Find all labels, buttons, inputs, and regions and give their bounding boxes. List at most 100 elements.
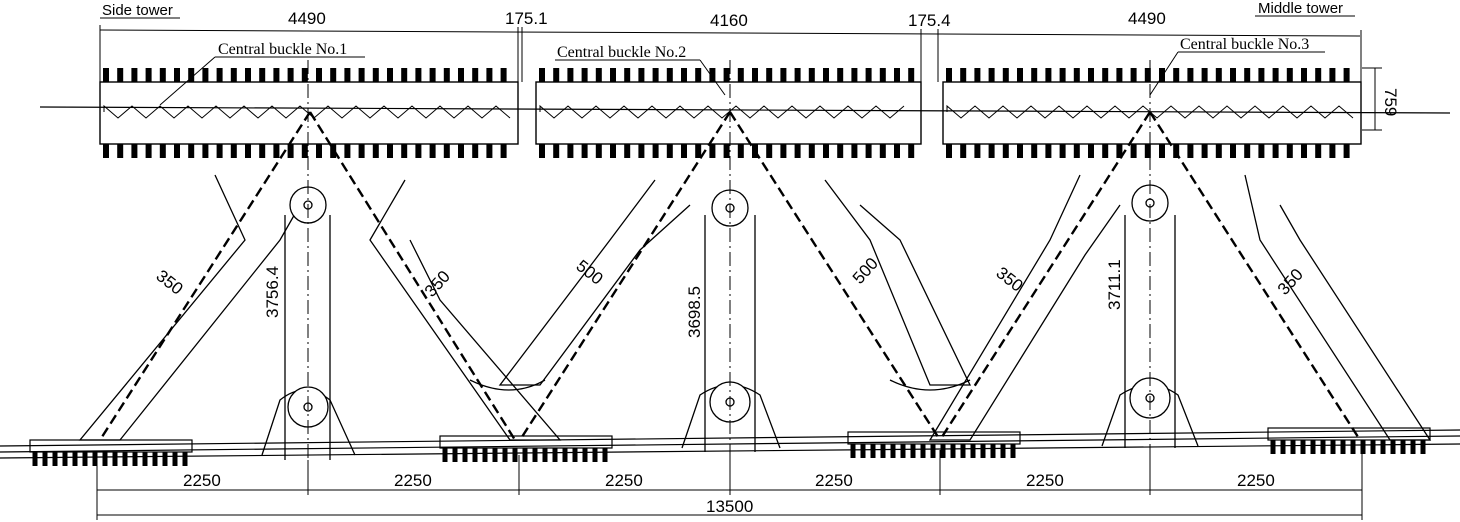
bolt [567, 144, 574, 158]
bottom-bolt [900, 444, 906, 458]
bolt [946, 144, 952, 158]
vertical-dim-1: 3756.4 [263, 266, 282, 318]
top-dim-seg-1: 4490 [288, 9, 326, 28]
bolt [894, 68, 900, 82]
top-dim-gap-1: 175.1 [505, 9, 548, 28]
bolt [358, 68, 365, 82]
bottom-bolt [1340, 440, 1346, 454]
bolt [865, 144, 872, 158]
bolt [1102, 144, 1109, 158]
bolt [1088, 68, 1094, 82]
bottom-bolt [1010, 444, 1016, 458]
bolt [695, 144, 702, 158]
bottom-bolt [980, 444, 986, 458]
bolt [610, 68, 616, 82]
bolt [1215, 144, 1222, 158]
bottom-bolt [870, 444, 876, 458]
bottom-bolt [1300, 440, 1306, 454]
bolt [415, 144, 422, 158]
bottom-bolt [572, 448, 578, 462]
bottom-bolt [850, 444, 856, 458]
leg-2-right [824, 179, 972, 386]
bolt [581, 68, 588, 82]
chord-web [946, 104, 1354, 119]
dashed-cable-lines [98, 111, 1362, 441]
bottom-span-2: 2250 [394, 471, 432, 490]
bolt [1116, 68, 1123, 82]
bottom-bolt [602, 448, 608, 462]
bottom-bolt [492, 448, 498, 462]
bolt [1059, 68, 1066, 82]
bottom-span-6: 2250 [1237, 471, 1275, 490]
bolt [1187, 68, 1194, 82]
bolt [443, 68, 450, 82]
valley-1 [469, 379, 546, 391]
bolt [316, 144, 322, 158]
bolt [1144, 144, 1151, 158]
bolt [273, 144, 280, 158]
bolt [1230, 144, 1236, 158]
bolt [752, 68, 758, 82]
bolt [652, 68, 659, 82]
bolt [1130, 144, 1137, 158]
chord-web [539, 104, 905, 119]
bolt [401, 68, 408, 82]
bolt [387, 68, 393, 82]
bolt [1159, 68, 1165, 82]
bolt [159, 144, 166, 158]
bottom-bolt [552, 448, 558, 462]
bolt [500, 68, 507, 82]
bolt [287, 68, 294, 82]
vertical-dim-3: 3711.1 [1105, 259, 1124, 310]
bottom-bolt [72, 452, 78, 466]
bolt [1315, 144, 1322, 158]
bolt [344, 144, 351, 158]
bolt [1258, 68, 1265, 82]
bolt [851, 144, 858, 158]
bolt [638, 68, 645, 82]
bottom-bolt [42, 452, 48, 466]
bottom-bolt [532, 448, 538, 462]
bolt [737, 144, 744, 158]
bolt [595, 144, 602, 158]
bottom-bolt [122, 452, 128, 466]
bottom-bolt [162, 452, 168, 466]
valley-2 [889, 379, 971, 391]
bottom-bolt [1370, 440, 1376, 454]
bottom-bolt [970, 444, 976, 458]
bolt [1059, 144, 1066, 158]
top-dim-seg-3: 4490 [1128, 9, 1166, 28]
bolt [908, 144, 915, 158]
bolt [301, 68, 308, 82]
bottom-bolt [62, 452, 68, 466]
leg-width-5: 350 [993, 263, 1027, 295]
bolt [188, 68, 195, 82]
bolt [666, 144, 673, 158]
bottom-bolt [52, 452, 58, 466]
bolt [1301, 144, 1307, 158]
bolt [1088, 144, 1094, 158]
bolt [387, 144, 393, 158]
chord-web [103, 104, 511, 119]
bottom-bolt [82, 452, 88, 466]
bolt [808, 144, 815, 158]
leg-1-right [369, 179, 562, 441]
bolt [145, 144, 152, 158]
bolt [1258, 144, 1265, 158]
bolt [666, 68, 673, 82]
total-span: 13500 [706, 497, 753, 516]
bottom-bolt [940, 444, 946, 458]
bolt [894, 144, 900, 158]
bottom-bolt [1310, 440, 1316, 454]
bolt [245, 144, 251, 158]
bolt [1002, 144, 1009, 158]
bolt [245, 68, 251, 82]
bolt [372, 68, 379, 82]
bolt [273, 68, 280, 82]
bolt [174, 68, 180, 82]
bottom-bolt [890, 444, 896, 458]
bottom-span-1: 2250 [183, 471, 221, 490]
bolt [472, 144, 479, 158]
bolt [988, 68, 995, 82]
bolt [1329, 144, 1336, 158]
